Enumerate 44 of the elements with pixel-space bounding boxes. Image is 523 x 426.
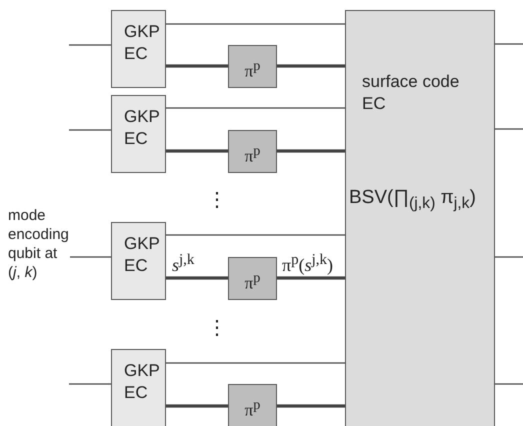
operator-label: π$^{p}$ (244, 143, 260, 167)
wire (495, 43, 523, 45)
ellipsis-label: ⋮ (207, 318, 227, 338)
wire (69, 129, 111, 131)
surface-code-label: surface code EC (362, 71, 460, 115)
classical-wire (166, 149, 228, 153)
gkp-ec-box (111, 95, 166, 173)
classical-wire (166, 64, 228, 68)
gkp-ec-box (111, 349, 166, 426)
wire (69, 44, 111, 46)
wire (69, 383, 111, 385)
wire (166, 234, 345, 236)
edge-label: s$^{j,k}$ (172, 251, 194, 275)
classical-wire (277, 64, 345, 68)
box-label: GKP EC (124, 21, 160, 65)
operator-label: π$^{p}$ (244, 397, 260, 421)
wire (495, 256, 523, 258)
classical-wire (277, 149, 345, 153)
gkp-ec-box (111, 10, 166, 88)
wire (495, 383, 523, 385)
classical-wire (166, 276, 228, 280)
box-label: GKP EC (124, 106, 160, 150)
classical-wire (277, 276, 345, 280)
classical-wire (277, 404, 345, 408)
bsv-formula: BSV(∏$_{(j,k)}$ π$_{j,k}$) (349, 187, 476, 213)
wire (166, 23, 345, 25)
wire (166, 107, 345, 109)
wire (70, 256, 111, 258)
classical-wire (166, 404, 228, 408)
permutation-box (228, 384, 277, 426)
gkp-ec-box (111, 222, 166, 300)
box-label: GKP EC (124, 233, 160, 277)
box-label: GKP EC (124, 360, 160, 404)
edge-label: π$^{p}$(s$^{j,k}$) (282, 251, 334, 275)
ellipsis-label: ⋮ (207, 190, 227, 210)
wire (166, 362, 345, 364)
input-label: mode encoding qubit at (j, k) (8, 206, 70, 284)
wire (495, 128, 523, 130)
surface-code-box (345, 10, 495, 426)
operator-label: π$^{p}$ (244, 270, 260, 294)
permutation-box (228, 130, 277, 173)
operator-label: π$^{p}$ (244, 58, 260, 82)
permutation-box (228, 45, 277, 88)
permutation-box (228, 257, 277, 300)
